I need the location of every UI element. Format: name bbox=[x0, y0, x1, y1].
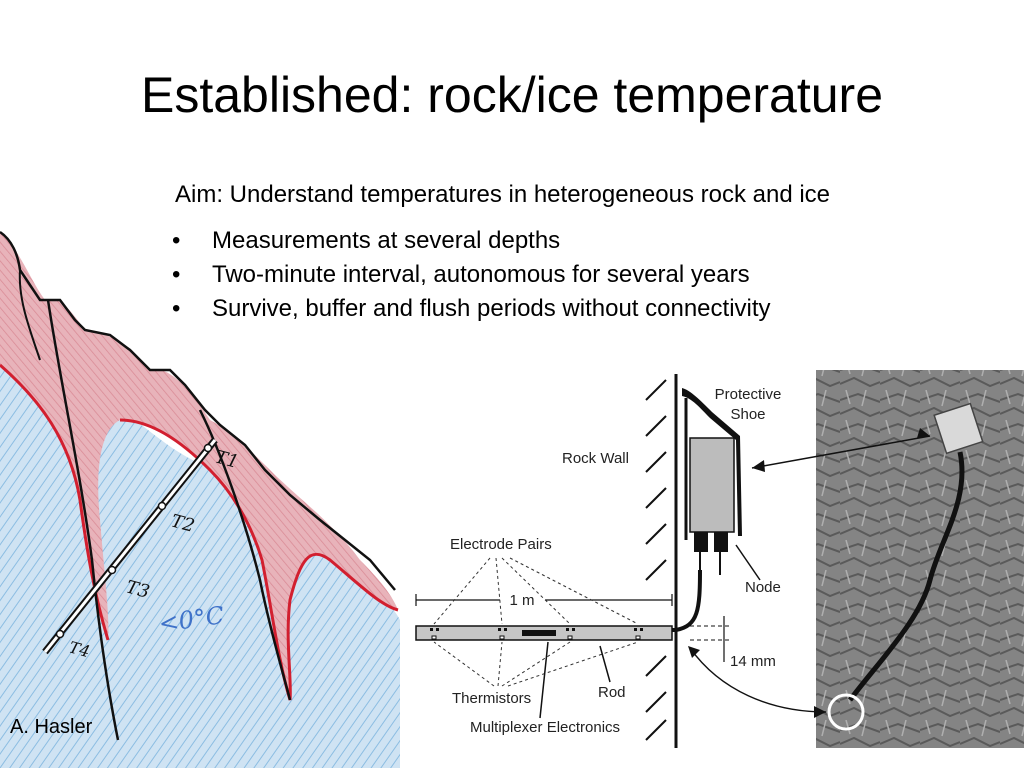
node-connector bbox=[694, 532, 708, 552]
node-connector bbox=[714, 532, 728, 552]
photo-link-arrow-head bbox=[917, 428, 930, 438]
fourteen-mm-label: 14 mm bbox=[730, 653, 776, 670]
rod-cable bbox=[672, 569, 702, 632]
rod-link-arrow-head bbox=[814, 706, 826, 718]
sensor-point bbox=[203, 443, 213, 453]
photo-cable bbox=[848, 451, 965, 702]
thermistor-leaders bbox=[433, 641, 639, 687]
electrode-pairs-label: Electrode Pairs bbox=[450, 536, 552, 553]
photo-node-box bbox=[933, 402, 984, 455]
bullet-dot: • bbox=[172, 261, 181, 288]
thermistor-marks bbox=[431, 635, 641, 640]
bullet-list: • Measurements at several depths • Two-min… bbox=[172, 224, 771, 326]
photo-link-arrow-head bbox=[752, 460, 765, 472]
bullet-text: Measurements at several depths bbox=[212, 227, 561, 254]
rock-wall-hatch bbox=[645, 379, 667, 741]
author-credit: A. Hasler bbox=[10, 716, 93, 738]
multiplexer-pointer bbox=[539, 641, 549, 719]
multiplexer-chip bbox=[522, 630, 556, 636]
node-label: Node bbox=[745, 579, 781, 596]
thermistors-label: Thermistors bbox=[452, 690, 531, 707]
crack-line bbox=[18, 269, 41, 361]
rod-pointer bbox=[599, 645, 611, 683]
bullet-text: Two-minute interval, autonomous for seve… bbox=[212, 261, 750, 288]
aim-text: Aim: Understand temperatures in heteroge… bbox=[175, 181, 831, 208]
rod-link-arrow bbox=[689, 647, 827, 713]
node-box bbox=[689, 437, 735, 533]
electrode-marks bbox=[430, 628, 643, 631]
bullet-item: • Two-minute interval, autonomous for sev… bbox=[172, 258, 771, 292]
borehole-rod-inner bbox=[43, 439, 217, 653]
one-meter-label: 1 m bbox=[509, 592, 534, 609]
sensor-rod-diagram: Protective Shoe Rock Wall Electrode Pair… bbox=[415, 374, 782, 748]
photo-shade bbox=[816, 370, 1024, 748]
protective-shoe-label: Shoe bbox=[730, 406, 765, 423]
node-pointer bbox=[735, 544, 761, 581]
sensor-point bbox=[107, 565, 117, 575]
photo-link-arrow bbox=[751, 435, 931, 469]
rod-label: Rod bbox=[598, 684, 626, 701]
multiplexer-label: Multiplexer Electronics bbox=[470, 719, 620, 736]
bullet-dot: • bbox=[172, 227, 181, 254]
sensor-point bbox=[55, 629, 65, 639]
slide-title: Established: rock/ice temperature bbox=[140, 67, 884, 123]
bullet-item: • Survive, buffer and flush periods witho… bbox=[172, 292, 771, 326]
sensor-label: T4 bbox=[67, 638, 92, 662]
bullet-text: Survive, buffer and flush periods withou… bbox=[212, 295, 771, 322]
protective-shoe-label: Protective bbox=[715, 386, 782, 403]
electrode-leaders bbox=[433, 557, 639, 625]
rock-wall-label: Rock Wall bbox=[562, 450, 629, 467]
bullet-item: • Measurements at several depths bbox=[172, 224, 771, 258]
field-photo bbox=[816, 370, 1024, 748]
bullet-dot: • bbox=[172, 295, 181, 322]
photo-highlight-circle bbox=[827, 693, 865, 731]
sensor-point bbox=[157, 501, 167, 511]
protective-shoe bbox=[682, 388, 742, 536]
rod-link-arrow-head bbox=[688, 646, 700, 658]
rock-ice-sketch: T1 T2 T3 T4 <0°C bbox=[0, 230, 400, 768]
crack-line bbox=[198, 409, 292, 701]
rock-surface-line bbox=[0, 230, 396, 591]
crack-line bbox=[46, 299, 120, 741]
